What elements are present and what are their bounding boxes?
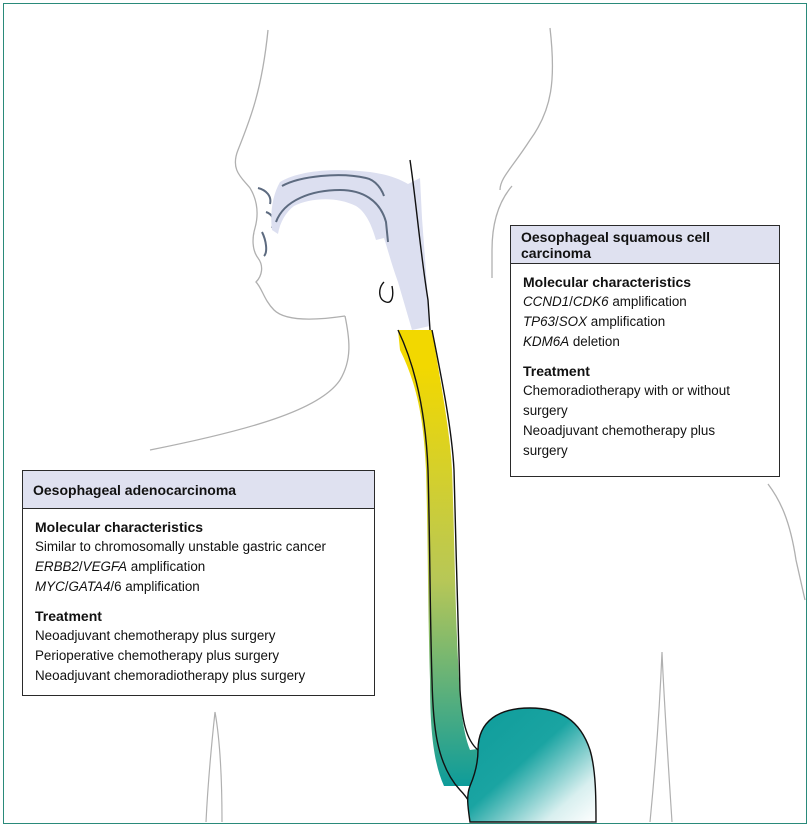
torso-line-right (650, 652, 672, 822)
stomach (468, 708, 596, 822)
adeno-callout-box: Oesophageal adenocarcinoma Molecular cha… (22, 470, 375, 696)
back-of-neck-outline (492, 186, 512, 278)
adeno-molecular-item: MYC/GATA4/6 amplification (35, 577, 364, 597)
adeno-treatment-heading: Treatment (35, 606, 364, 626)
adeno-molecular-item: ERBB2/VEGFA amplification (35, 557, 364, 577)
larynx-loop (380, 282, 393, 302)
adeno-treatment-item: Neoadjuvant chemoradiotherapy plus surge… (35, 666, 364, 686)
scc-callout-box: Oesophageal squamous cell carcinoma Mole… (510, 225, 780, 477)
scc-treatment-heading: Treatment (523, 361, 769, 381)
adeno-treatment-item: Neoadjuvant chemotherapy plus surgery (35, 626, 364, 646)
adeno-molecular-heading: Molecular characteristics (35, 517, 364, 537)
adeno-title: Oesophageal adenocarcinoma (23, 471, 374, 509)
oesophagus (398, 330, 486, 786)
adeno-treatment-item: Perioperative chemotherapy plus surgery (35, 646, 364, 666)
scc-treatment-item: Chemoradiotherapy with or without surger… (523, 381, 763, 421)
torso-line-left (206, 712, 222, 822)
neck-front-outline (150, 316, 349, 450)
scc-molecular-item: KDM6A deletion (523, 332, 769, 352)
airway-cavity (271, 170, 430, 330)
scc-title: Oesophageal squamous cell carcinoma (511, 226, 779, 264)
lip-detail (258, 188, 274, 256)
scc-molecular-item: CCND1/CDK6 amplification (523, 292, 769, 312)
adeno-molecular-item: Similar to chromosomally unstable gastri… (35, 537, 364, 557)
back-of-head-outline (500, 28, 553, 190)
shoulder-outline (768, 484, 805, 600)
scc-molecular-item: TP63/SOX amplification (523, 312, 769, 332)
scc-molecular-heading: Molecular characteristics (523, 272, 769, 292)
scc-treatment-item: Neoadjuvant chemotherapy plus surgery (523, 421, 763, 461)
